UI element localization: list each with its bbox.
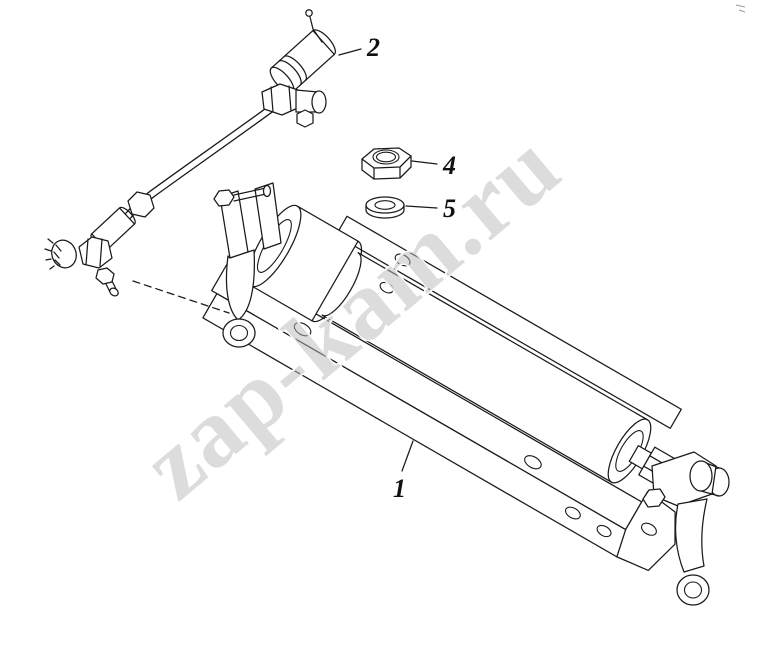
elbow-bolt xyxy=(296,109,314,128)
hose-hex-fitting xyxy=(261,83,301,116)
frame-hole xyxy=(394,253,411,267)
cylinder-assembly-drawing xyxy=(202,204,690,572)
callout-label-cylinder: 1 xyxy=(393,474,406,503)
frame-hole xyxy=(596,524,612,538)
arm-boss xyxy=(689,460,713,492)
assembly-dashed-line xyxy=(132,280,230,314)
callout-label-washer: 5 xyxy=(443,194,456,223)
bracket-body xyxy=(225,249,255,321)
bracket-bolt-end xyxy=(262,184,272,198)
bracket-eye-hole xyxy=(229,324,249,342)
callout-leader-4 xyxy=(411,160,438,165)
frame-far-flange xyxy=(335,215,682,429)
elbow-end xyxy=(311,90,327,114)
lever-arm-assembly xyxy=(642,451,730,606)
arm-eye-hole xyxy=(683,581,703,599)
frame-hole xyxy=(564,506,581,520)
port-boss xyxy=(379,281,394,294)
left-bracket xyxy=(213,182,282,348)
arm-shank xyxy=(674,498,708,573)
serrated-end-cap xyxy=(51,239,77,269)
tube-hex-fitting xyxy=(127,191,155,218)
callout-leader-5 xyxy=(405,205,438,209)
arm-nut xyxy=(642,488,666,508)
frame-hole xyxy=(293,322,312,337)
hose-assembly-drawing xyxy=(44,9,336,297)
callout-leader-1 xyxy=(401,440,414,472)
sleeve-pin-ball xyxy=(305,9,313,17)
end-stud xyxy=(95,267,115,285)
bracket-bolt-head xyxy=(213,189,235,207)
callout-label-nut: 4 xyxy=(442,151,456,180)
cylinder-barrel xyxy=(321,252,652,484)
end-hex-nut xyxy=(78,236,113,269)
frame-hole xyxy=(524,455,542,470)
callout-leader-2 xyxy=(338,48,362,56)
callout-label-hose: 2 xyxy=(366,33,380,62)
sleeve-pin xyxy=(309,16,323,43)
washer-drawing xyxy=(365,196,405,219)
frame-hole xyxy=(641,522,657,536)
corner-mark xyxy=(735,4,746,13)
nut-drawing xyxy=(361,147,412,180)
